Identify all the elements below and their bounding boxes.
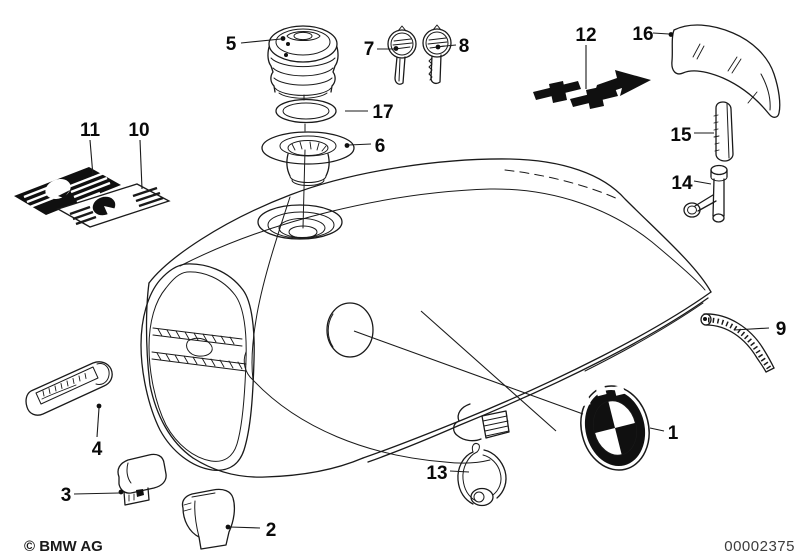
callout-2-label[interactable]: 2 — [266, 520, 277, 541]
tank-filler-recess — [257, 204, 343, 240]
sticker-11-drawing — [14, 167, 121, 215]
callout-5[interactable]: 5 — [226, 34, 286, 55]
knee-pad-drawing — [671, 24, 781, 118]
drawing-number: 00002375 — [724, 538, 795, 555]
callout-11[interactable]: 11 — [80, 120, 101, 177]
callout-4-label[interactable]: 4 — [92, 439, 103, 460]
callout-15-label[interactable]: 15 — [670, 125, 692, 146]
callout-10-label[interactable]: 10 — [128, 120, 149, 141]
callout-8[interactable]: 8 — [435, 36, 470, 57]
gasket-drawing — [275, 98, 337, 124]
callout-14-label[interactable]: 14 — [671, 173, 693, 194]
callout-15[interactable]: 15 — [670, 125, 714, 146]
callout-7-label[interactable]: 7 — [364, 39, 375, 60]
callout-8-label[interactable]: 8 — [459, 36, 470, 57]
callout-9-label[interactable]: 9 — [776, 319, 787, 340]
badge-strip-drawing — [25, 361, 113, 416]
copyright-text: © BMW AG — [24, 538, 103, 555]
callout-13-label[interactable]: 13 — [426, 463, 447, 484]
callout-13[interactable]: 13 — [426, 463, 470, 484]
tank-internal-rails — [151, 327, 247, 372]
arrow-decal-drawing — [533, 70, 651, 109]
filler-neck-drawing — [261, 131, 355, 186]
buffer-drawing — [117, 453, 167, 506]
callout-16-label[interactable]: 16 — [632, 24, 653, 45]
callout-12-label[interactable]: 12 — [575, 25, 596, 46]
fuel-tank-drawing — [145, 158, 712, 478]
sticker-10-drawing — [56, 183, 171, 228]
callout-11-label[interactable]: 11 — [80, 120, 101, 141]
callout-16[interactable]: 16 — [632, 24, 674, 45]
t-bolt-drawing — [683, 164, 728, 223]
callout-17[interactable]: 17 — [345, 102, 394, 123]
callout-17-label[interactable]: 17 — [372, 102, 393, 123]
callout-10[interactable]: 10 — [128, 120, 150, 190]
callout-4[interactable]: 4 — [92, 403, 103, 460]
callout-6-label[interactable]: 6 — [375, 136, 386, 157]
assembly-axis-line — [302, 94, 306, 229]
bmw-emblem-drawing — [579, 384, 650, 471]
clip-drawing — [457, 443, 507, 507]
callout-6[interactable]: 6 — [344, 136, 386, 157]
tank-emblem-hole — [326, 302, 374, 358]
key-8-drawing — [422, 24, 452, 85]
key-7-drawing — [387, 25, 417, 85]
callout-3[interactable]: 3 — [61, 485, 124, 506]
callout-9[interactable]: 9 — [733, 319, 787, 340]
callout-1[interactable]: 1 — [649, 423, 679, 444]
pad-drawing — [181, 488, 236, 550]
hose-drawing — [700, 313, 775, 373]
callout-3-label[interactable]: 3 — [61, 485, 72, 506]
callout-7[interactable]: 7 — [364, 39, 399, 60]
callout-2[interactable]: 2 — [225, 520, 277, 541]
callout-14[interactable]: 14 — [671, 173, 712, 194]
emblem-position-lines — [353, 310, 584, 432]
sleeve-drawing — [713, 101, 734, 162]
fuel-cap-drawing — [267, 25, 339, 99]
tank-tunnel-opening — [140, 263, 255, 471]
callout-5-label[interactable]: 5 — [226, 34, 237, 55]
callout-1-label[interactable]: 1 — [668, 423, 679, 444]
petcock-drawing — [452, 403, 510, 442]
callout-12[interactable]: 12 — [575, 25, 597, 89]
